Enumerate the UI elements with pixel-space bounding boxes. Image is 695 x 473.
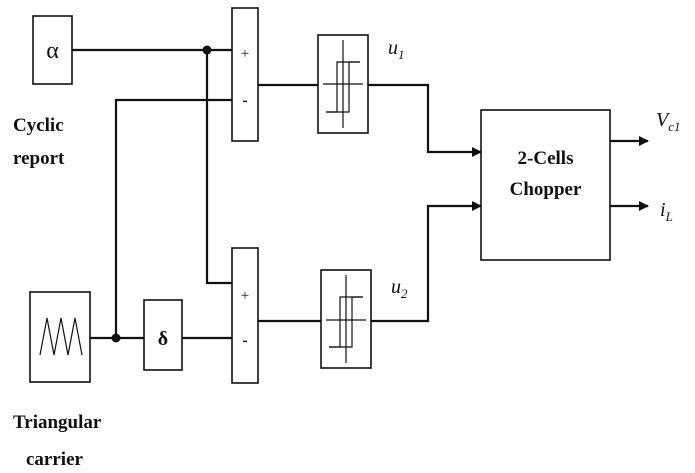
wire-carrier-to-sum-top (114, 98, 232, 338)
chopper-label-line1: 2-Cells (518, 148, 574, 169)
triangular-carrier-block (29, 291, 91, 383)
delta-block: δ (143, 299, 183, 371)
sum-bottom-block: + - (231, 247, 259, 384)
hysteresis-comparator-2 (320, 269, 372, 369)
alpha-symbol: α (46, 38, 59, 64)
cyclic-label-line2: report (13, 148, 65, 169)
signal-u1: u1 (388, 37, 405, 62)
alpha-block: α (32, 15, 73, 85)
output-il: iL (660, 199, 673, 224)
chopper-block: 2-Cells Chopper (480, 109, 611, 261)
delta-symbol: δ (158, 328, 168, 350)
cyclic-label-line1: Cyclic (13, 115, 64, 136)
sum-top-block: + - (231, 7, 259, 142)
sum-bottom-plus: + (241, 288, 249, 304)
sum-top-plus: + (241, 46, 249, 62)
signal-u2: u2 (391, 276, 408, 301)
junction-dot-carrier (111, 333, 121, 343)
junction-dot-alpha (202, 45, 212, 55)
triangle-wave-icon (39, 317, 83, 356)
carrier-label-line2: carrier (26, 449, 84, 470)
wire-u1-to-chopper (368, 83, 482, 157)
sum-bottom-minus: - (242, 332, 247, 349)
wire-u2-to-chopper (371, 201, 482, 323)
sum-top-minus: - (242, 92, 247, 109)
carrier-label-line1: Triangular (13, 412, 102, 433)
wires (72, 48, 649, 340)
wire-alpha-to-sum-bottom (205, 50, 232, 285)
hysteresis-comparator-1 (317, 34, 369, 134)
chopper-label-line2: Chopper (510, 179, 582, 200)
output-vc1: Vc1 (656, 109, 681, 134)
